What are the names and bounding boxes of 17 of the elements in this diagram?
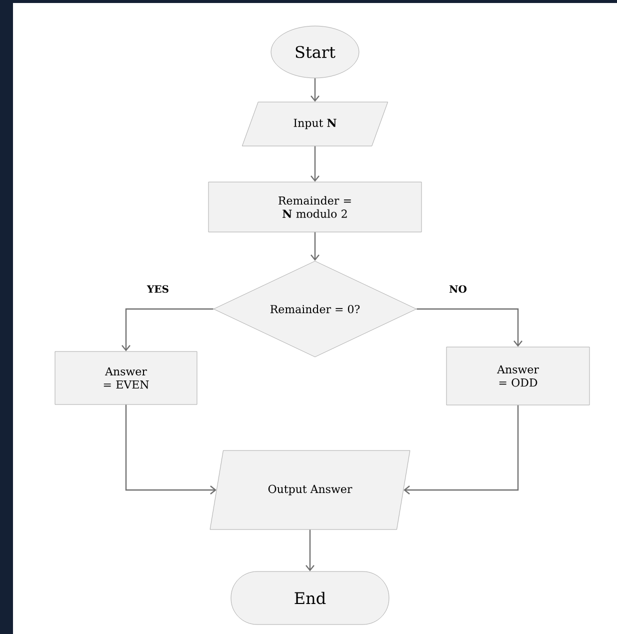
arrow — [310, 146, 320, 182]
edge-label: NO — [448, 284, 468, 294]
process-box: Answer = EVEN — [54, 351, 198, 405]
input-parallelogram: Input N — [242, 102, 388, 146]
arrow — [310, 78, 320, 102]
arrow — [416, 308, 522, 347]
arrow — [306, 530, 314, 572]
process-box: Remainder = N modulo 2 — [208, 182, 422, 232]
end-terminator: End — [230, 571, 390, 625]
arrow — [122, 308, 214, 352]
output-parallelogram: Output Answer — [210, 450, 410, 530]
process-box: Answer = ODD — [446, 346, 590, 406]
edge-label: YES — [146, 284, 170, 294]
arrow — [404, 405, 519, 494]
arrow — [310, 232, 320, 261]
arrow — [125, 404, 216, 494]
start-oval: Start — [270, 26, 360, 78]
